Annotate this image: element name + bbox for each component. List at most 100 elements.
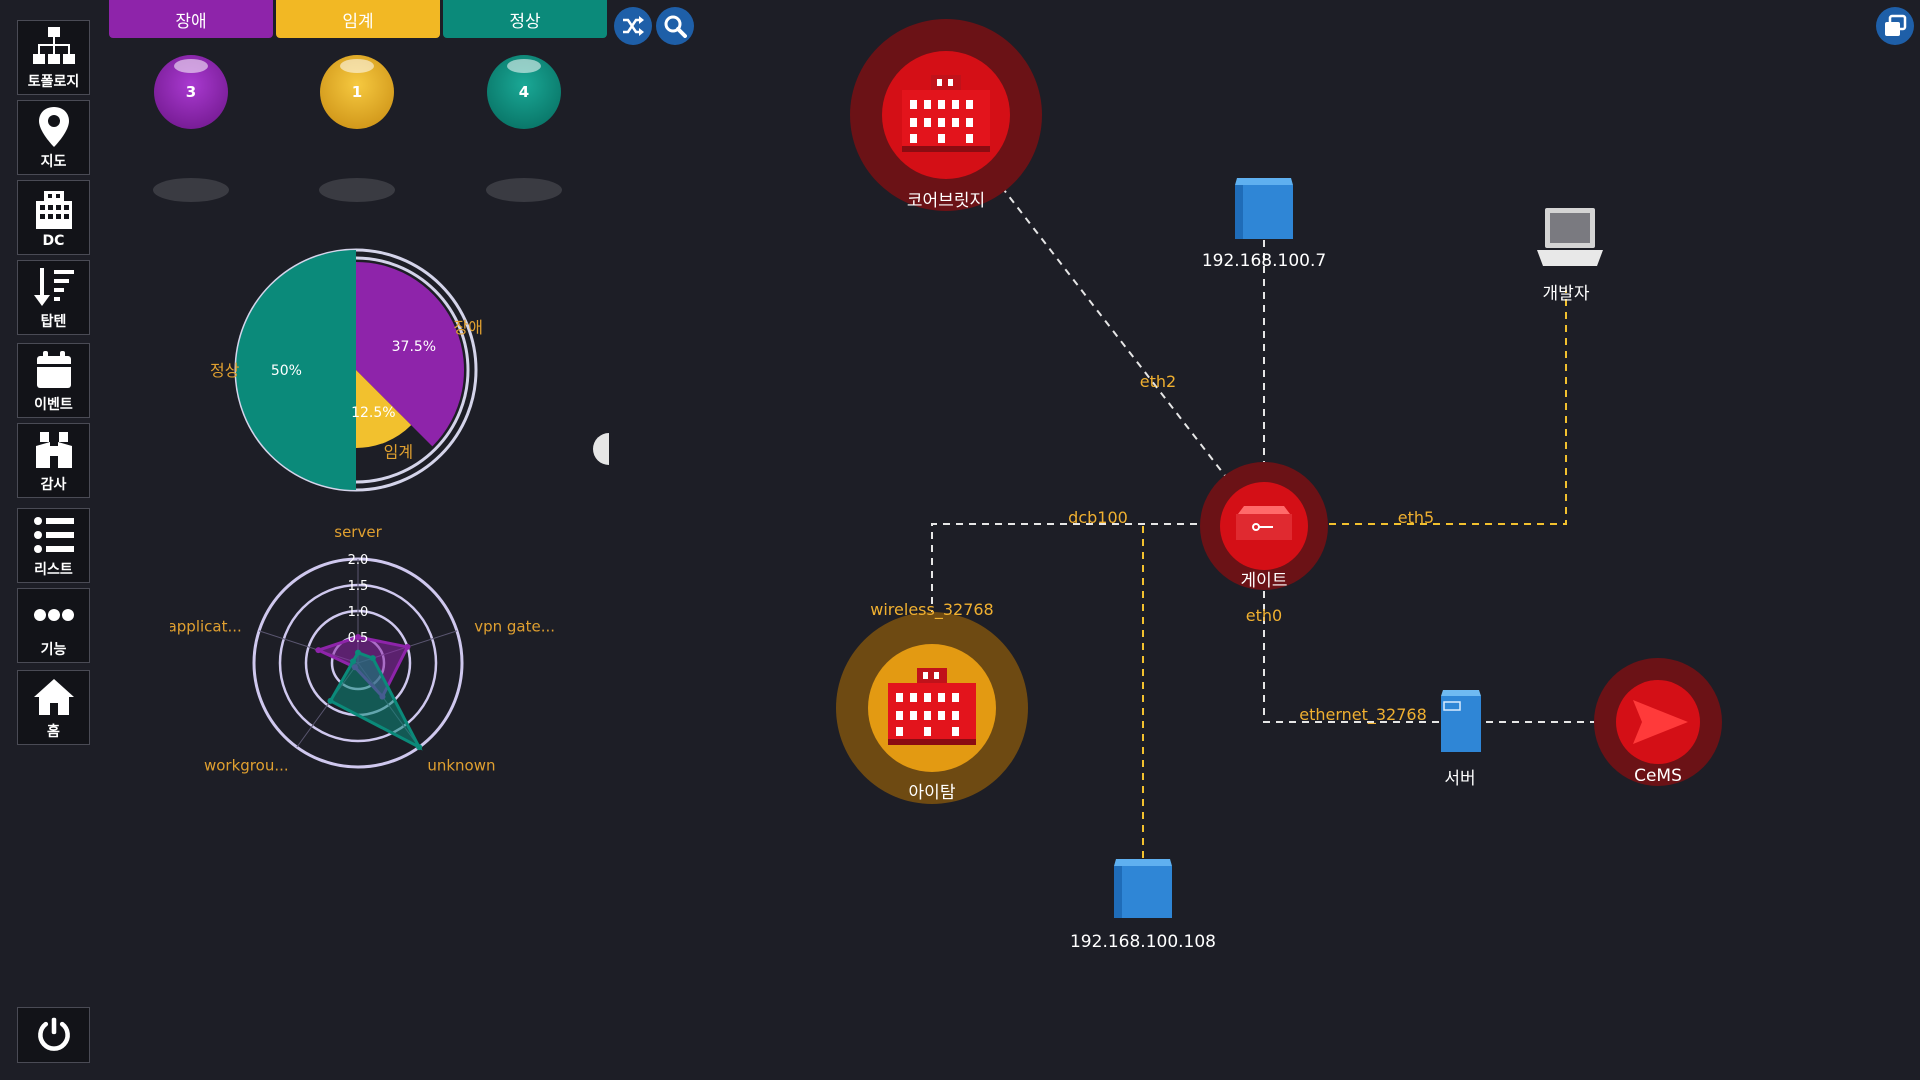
pie-slice[interactable] bbox=[356, 370, 412, 448]
router-icon bbox=[1236, 506, 1292, 540]
pie-slice[interactable] bbox=[356, 262, 465, 447]
pie-category-label: 장애 bbox=[453, 318, 482, 337]
sidebar-item-dc[interactable]: DC bbox=[17, 180, 90, 255]
sort-desc-icon bbox=[33, 267, 74, 306]
sidebar-item-label: DC bbox=[42, 232, 65, 249]
tab-label: 장애 bbox=[175, 11, 207, 32]
sidebar-item-label: 리스트 bbox=[34, 561, 73, 578]
sidebar-item-top10[interactable]: 탑텐 bbox=[17, 260, 90, 335]
home-icon bbox=[33, 678, 74, 715]
tab-fault[interactable]: 장애 bbox=[109, 0, 273, 38]
node-itam[interactable] bbox=[836, 612, 1028, 804]
tab-label: 정상 bbox=[509, 11, 541, 32]
list-icon bbox=[33, 516, 74, 553]
tab-normal[interactable]: 정상 bbox=[443, 0, 607, 38]
node-server[interactable] bbox=[1441, 690, 1481, 752]
sidebar-item-list[interactable]: 리스트 bbox=[17, 508, 90, 583]
radar-axis-label: vpn gate... bbox=[474, 618, 555, 636]
radar-point[interactable] bbox=[327, 697, 334, 704]
restore-window-icon bbox=[1885, 14, 1907, 36]
bubble-shadow bbox=[153, 178, 229, 202]
link-label-dcb100: dcb100 bbox=[1068, 508, 1128, 527]
normal-count-bubble[interactable]: 4 bbox=[487, 55, 561, 129]
shuffle-icon bbox=[623, 16, 644, 36]
node-label-ip7: 192.168.100.7 bbox=[1201, 251, 1327, 271]
sidebar-item-event[interactable]: 이벤트 bbox=[17, 343, 90, 418]
node-developer[interactable] bbox=[1537, 208, 1603, 266]
sidebar-item-label: 이벤트 bbox=[34, 396, 73, 413]
sidebar-item-label: 토폴로지 bbox=[27, 73, 80, 90]
tab-critical[interactable]: 임계 bbox=[276, 0, 440, 38]
play-arrow-icon bbox=[1633, 700, 1688, 744]
link-label-ethernet: ethernet_32768 bbox=[1299, 705, 1427, 724]
binoculars-icon bbox=[35, 431, 72, 468]
status-pie-chart: 장애 임계 정상 37.5% 12.5% 50% bbox=[210, 248, 483, 492]
sidebar-item-label: 감사 bbox=[40, 476, 67, 493]
radar-tick-label: 0.5 bbox=[348, 631, 369, 646]
bubble-shadow bbox=[319, 178, 395, 202]
radar-tick-label: 1.5 bbox=[348, 579, 369, 594]
node-label-itam: 아이탐 bbox=[908, 783, 956, 803]
panel-collapse-handle[interactable] bbox=[593, 433, 609, 465]
link-label-eth5: eth5 bbox=[1397, 508, 1435, 527]
node-cems[interactable] bbox=[1594, 658, 1722, 786]
node-gateway[interactable] bbox=[1200, 462, 1328, 590]
node-label-core: 코어브릿지 bbox=[906, 191, 986, 211]
topology-icon bbox=[32, 26, 75, 64]
sidebar-item-home[interactable]: 홈 bbox=[17, 670, 90, 745]
sidebar-item-label: 홈 bbox=[47, 723, 60, 740]
pie-value-label: 37.5% bbox=[392, 339, 436, 355]
radar-axis-label: workgrou... bbox=[204, 756, 289, 774]
radar-point[interactable] bbox=[350, 658, 357, 665]
link-gate-server[interactable] bbox=[1263, 526, 1460, 723]
search-button[interactable] bbox=[656, 7, 694, 45]
power-icon bbox=[37, 1017, 70, 1051]
sidebar-item-map[interactable]: 지도 bbox=[17, 100, 90, 175]
radar-axis-label: unknown bbox=[427, 756, 495, 774]
shuffle-button[interactable] bbox=[614, 7, 652, 45]
pie-value-label: 12.5% bbox=[351, 405, 395, 421]
radar-point[interactable] bbox=[369, 655, 376, 662]
more-icon bbox=[33, 608, 74, 621]
search-icon bbox=[664, 15, 687, 38]
radar-point[interactable] bbox=[315, 647, 322, 654]
power-button[interactable] bbox=[17, 1007, 90, 1063]
node-core-bridge[interactable] bbox=[850, 19, 1042, 211]
link-label-eth0: eth0 bbox=[1245, 606, 1283, 625]
sidebar-item-label: 탑텐 bbox=[40, 313, 67, 330]
node-label-ip108: 192.168.100.108 bbox=[1069, 932, 1217, 952]
link-core-gate[interactable] bbox=[945, 114, 1265, 527]
radar-point[interactable] bbox=[404, 643, 411, 650]
window-restore-button[interactable] bbox=[1876, 7, 1914, 45]
fault-count-bubble[interactable]: 3 bbox=[154, 55, 228, 129]
radar-tick-label: 2.0 bbox=[348, 553, 369, 568]
building-icon bbox=[35, 190, 72, 229]
link-itam-gate[interactable] bbox=[931, 523, 1264, 708]
radar-tick-label: 1.0 bbox=[348, 605, 369, 620]
type-radar-chart: server vpn gate... unknown workgrou... a… bbox=[170, 523, 555, 774]
sidebar-item-label: 기능 bbox=[40, 641, 67, 658]
radar-axis-label: server bbox=[334, 523, 382, 541]
link-gate-dev[interactable] bbox=[1264, 290, 1567, 525]
pie-category-label: 임계 bbox=[384, 442, 413, 461]
normal-count: 4 bbox=[518, 83, 530, 101]
sidebar-item-audit[interactable]: 감사 bbox=[17, 423, 90, 498]
radar-point[interactable] bbox=[355, 649, 361, 656]
link-label-eth2: eth2 bbox=[1139, 372, 1177, 391]
radar-point[interactable] bbox=[355, 634, 361, 640]
map-pin-icon bbox=[38, 106, 69, 147]
sidebar-item-topology[interactable]: 토폴로지 bbox=[17, 20, 90, 95]
node-label-dev: 개발자 bbox=[1542, 284, 1590, 304]
radar-point[interactable] bbox=[416, 744, 423, 751]
node-host-ip108[interactable] bbox=[1114, 859, 1172, 918]
fault-count: 3 bbox=[185, 83, 197, 101]
tab-label: 임계 bbox=[342, 11, 374, 32]
sidebar-item-features[interactable]: 기능 bbox=[17, 588, 90, 663]
node-label-server: 서버 bbox=[1444, 769, 1476, 789]
node-host-ip7[interactable] bbox=[1235, 178, 1293, 239]
node-label-gate: 게이트 bbox=[1240, 571, 1288, 591]
pie-category-label: 정상 bbox=[210, 361, 240, 380]
pie-slice[interactable] bbox=[236, 250, 356, 490]
critical-count-bubble[interactable]: 1 bbox=[320, 55, 394, 129]
